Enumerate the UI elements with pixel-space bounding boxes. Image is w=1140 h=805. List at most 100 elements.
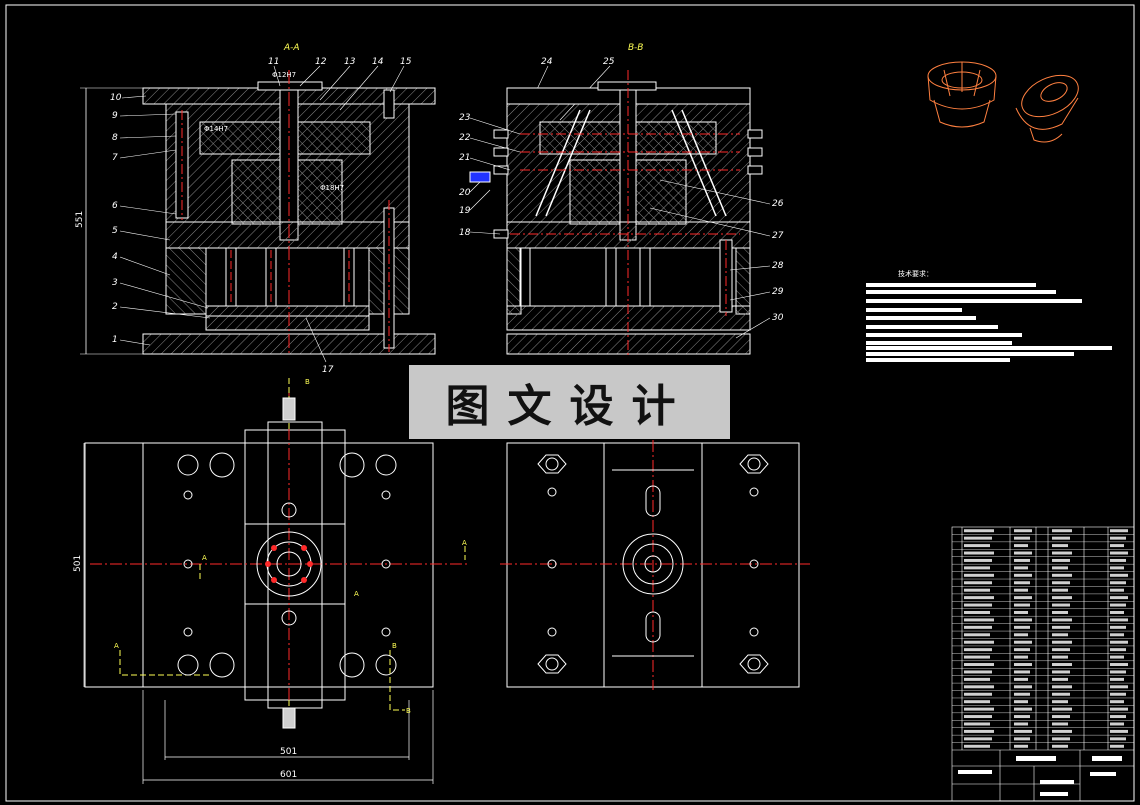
bom-cell-mark bbox=[1110, 715, 1126, 719]
bom-cell-mark bbox=[1110, 640, 1128, 644]
bom-cell-mark bbox=[1052, 663, 1072, 667]
bom-cell-mark bbox=[964, 536, 992, 540]
bom-cell-mark bbox=[1014, 596, 1032, 600]
bom-cell-mark bbox=[1052, 722, 1068, 726]
part-label-17: 17 bbox=[322, 365, 334, 375]
plan-view-moving-half: 501 501 601 B A A A B B A bbox=[73, 378, 470, 784]
bom-cell-mark bbox=[964, 648, 992, 652]
bom-cell-mark bbox=[1110, 744, 1124, 748]
bom-cell-mark bbox=[964, 677, 990, 681]
bom-cell-mark bbox=[964, 544, 990, 548]
bom-cell-mark bbox=[1110, 655, 1124, 659]
part-label-9: 9 bbox=[112, 111, 118, 121]
bom-cell-mark bbox=[1110, 722, 1124, 726]
part-label-3: 3 bbox=[112, 278, 118, 288]
svg-text:21: 21 bbox=[459, 153, 470, 163]
bom-cell-mark bbox=[1014, 551, 1032, 555]
tech-title: 技术要求： bbox=[898, 269, 933, 278]
part-label-7: 7 bbox=[112, 153, 118, 163]
bom-cell-mark bbox=[1052, 715, 1070, 719]
svg-text:25: 25 bbox=[603, 57, 615, 67]
bom-cell-mark bbox=[1110, 581, 1126, 585]
bom-cell-mark bbox=[1110, 573, 1128, 577]
bom-cell-mark bbox=[964, 573, 994, 577]
svg-text:12: 12 bbox=[315, 57, 327, 67]
technical-requirements: 技术要求： bbox=[866, 269, 1112, 362]
bom-cell-mark bbox=[964, 618, 994, 622]
svg-text:14: 14 bbox=[372, 57, 384, 67]
bom-cell-mark bbox=[964, 655, 990, 659]
watermark-text: 图文设计 bbox=[445, 381, 694, 432]
bom-cell-mark bbox=[964, 610, 990, 614]
part-labels-left: 1 2 3 4 5 6 7 8 9 10 bbox=[110, 93, 211, 346]
bom-cell-mark bbox=[1014, 648, 1030, 652]
bom-cell-mark bbox=[1110, 737, 1126, 741]
bom-cell-mark bbox=[1052, 610, 1068, 614]
bom-cell-mark bbox=[964, 670, 992, 674]
bom-cell-mark bbox=[1052, 729, 1072, 733]
bom-cell-mark bbox=[1014, 655, 1028, 659]
bom-cell-mark bbox=[1110, 566, 1124, 570]
bom-cell-mark bbox=[1014, 722, 1028, 726]
bom-cell-mark bbox=[1014, 610, 1028, 614]
bom-cell-mark bbox=[1052, 603, 1070, 607]
bom-cell-mark bbox=[1052, 670, 1070, 674]
svg-text:A: A bbox=[202, 554, 207, 562]
svg-text:29: 29 bbox=[772, 287, 784, 297]
bom-cell-mark bbox=[1052, 588, 1068, 592]
part-label-5: 5 bbox=[112, 226, 118, 236]
locating-ring bbox=[257, 81, 323, 91]
bom-cell-mark bbox=[1110, 685, 1128, 689]
bom-cell-mark bbox=[1052, 737, 1070, 741]
ejector-plate bbox=[205, 315, 370, 331]
svg-text:26: 26 bbox=[772, 199, 784, 209]
bom-cell-mark bbox=[1052, 536, 1070, 540]
part-label-1: 1 bbox=[112, 335, 118, 345]
dim-dia-18: Φ18H7 bbox=[320, 184, 344, 192]
bom-cell-mark bbox=[1052, 655, 1068, 659]
bom-cell-mark bbox=[964, 715, 992, 719]
cooling-plug-blue bbox=[469, 171, 491, 183]
bom-cell-mark bbox=[964, 685, 994, 689]
title-block-marks bbox=[958, 756, 1122, 796]
bom-cell-mark bbox=[964, 633, 990, 637]
bom-cell-mark bbox=[1110, 529, 1128, 533]
svg-text:19: 19 bbox=[459, 206, 471, 216]
section-view-bb: B-B bbox=[469, 43, 763, 356]
part-label-2: 2 bbox=[112, 302, 118, 312]
bom-cell-mark bbox=[1052, 581, 1070, 585]
bom-cell-mark bbox=[1052, 558, 1070, 562]
bom-cell-mark bbox=[1014, 640, 1032, 644]
svg-text:A: A bbox=[462, 539, 467, 547]
part-labels-bb: 18 19 20 21 22 23 26 27 28 29 30 bbox=[459, 113, 784, 339]
bom-cell-mark bbox=[964, 737, 992, 741]
watermark-banner: 图文设计 bbox=[409, 365, 730, 439]
bom-cell-mark bbox=[1052, 529, 1072, 533]
bom-cell-mark bbox=[1052, 633, 1068, 637]
svg-text:15: 15 bbox=[400, 57, 412, 67]
bom-cell-mark bbox=[964, 566, 990, 570]
svg-text:20: 20 bbox=[459, 188, 471, 198]
bom-cell-mark bbox=[1014, 729, 1032, 733]
bom-cell-mark bbox=[1014, 618, 1032, 622]
bom-cell-mark bbox=[1110, 625, 1126, 629]
bom-cell-mark bbox=[964, 551, 994, 555]
bom-cell-mark bbox=[1052, 700, 1068, 704]
view-label-bb: B-B bbox=[628, 43, 643, 53]
bom-cell-mark bbox=[1110, 610, 1124, 614]
bom-cell-mark bbox=[1110, 663, 1128, 667]
section-view-aa: A-A bbox=[75, 43, 436, 356]
svg-text:A: A bbox=[114, 642, 119, 650]
drawing-frame bbox=[5, 4, 1135, 802]
svg-text:23: 23 bbox=[459, 113, 471, 123]
bom-cell-mark bbox=[1014, 692, 1030, 696]
bom-cell-mark bbox=[1014, 588, 1028, 592]
svg-text:B: B bbox=[392, 642, 397, 650]
bom-cell-mark bbox=[1014, 566, 1028, 570]
part-label-4: 4 bbox=[112, 252, 118, 262]
svg-text:13: 13 bbox=[344, 57, 356, 67]
bom-cell-mark bbox=[1052, 566, 1068, 570]
part-label-8: 8 bbox=[112, 133, 118, 143]
bom-cell-mark bbox=[1014, 677, 1028, 681]
svg-text:24: 24 bbox=[541, 57, 553, 67]
